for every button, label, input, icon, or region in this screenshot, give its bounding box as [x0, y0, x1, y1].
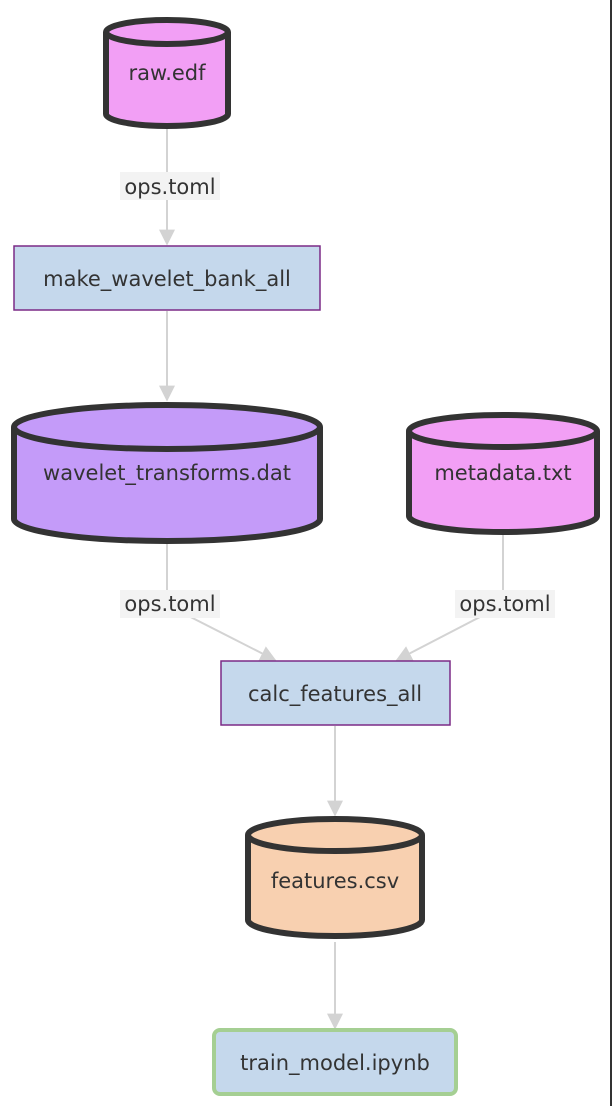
terminal-box	[212, 1028, 458, 1096]
cylinder-body	[245, 835, 425, 939]
node-label: metadata.txt	[434, 461, 571, 485]
node-label: raw.edf	[128, 61, 206, 85]
cylinder-body	[406, 431, 600, 535]
process-box	[220, 660, 451, 726]
node-make-wavelet-bank-all[interactable]: make_wavelet_bank_all	[13, 245, 321, 311]
node-label: calc_features_all	[248, 682, 422, 707]
edge-label: ops.toml	[124, 592, 215, 616]
cylinder-body	[11, 427, 323, 544]
node-calc-features-all[interactable]: calc_features_all	[220, 660, 451, 726]
edge-label-bg	[455, 590, 555, 618]
node-metadata-txt[interactable]: metadata.txt	[406, 412, 600, 535]
cylinder-top	[406, 412, 600, 450]
node-features-csv[interactable]: features.csv	[245, 816, 425, 939]
edge-label-bg	[120, 590, 220, 618]
node-label: train_model.ipynb	[240, 1051, 430, 1076]
process-box	[13, 245, 321, 311]
node-wavelet-transforms-dat[interactable]: wavelet_transforms.dat	[11, 402, 323, 544]
node-label: features.csv	[271, 869, 399, 893]
node-raw-edf[interactable]: raw.edf	[103, 17, 231, 129]
cylinder-body	[103, 32, 231, 129]
edge-metadata-to-calc-features: ops.toml	[395, 535, 555, 661]
node-train-model-ipynb[interactable]: train_model.ipynb	[212, 1028, 458, 1096]
edge-wavelet-to-calc-features: ops.toml	[120, 543, 277, 661]
edge-label-bg	[120, 172, 220, 200]
cylinder-top	[245, 816, 425, 854]
window-edge-border	[610, 0, 612, 1106]
node-label: wavelet_transforms.dat	[43, 461, 291, 486]
node-label: make_wavelet_bank_all	[43, 267, 291, 292]
edge-label: ops.toml	[124, 175, 215, 199]
edge-label: ops.toml	[459, 592, 550, 616]
edge-raw-to-make-wavelet: ops.toml	[120, 126, 220, 246]
cylinder-top	[103, 17, 231, 47]
cylinder-top	[11, 402, 323, 452]
